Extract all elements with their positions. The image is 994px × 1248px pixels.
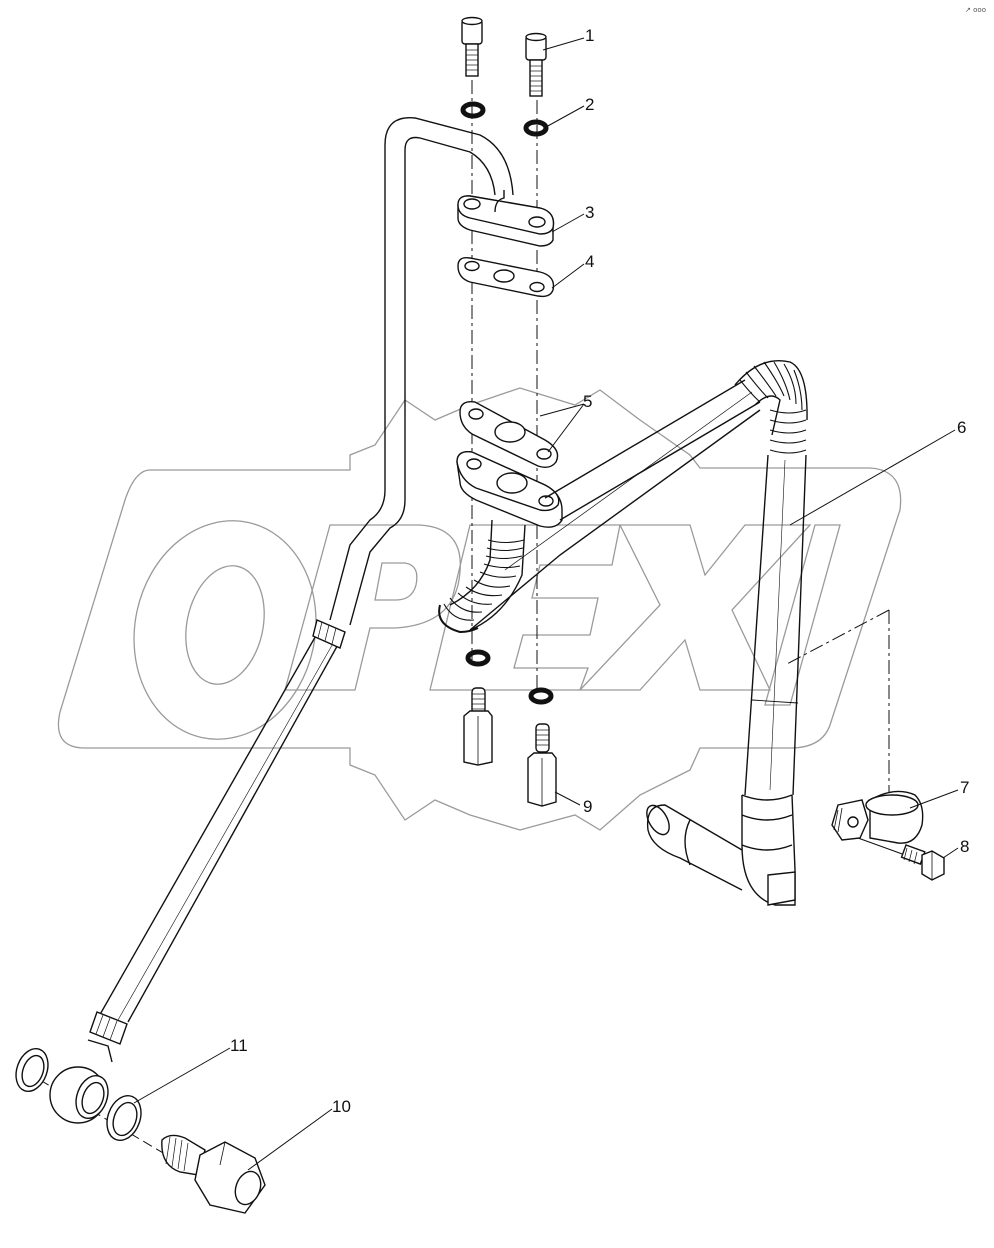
return-gaskets <box>456 401 563 528</box>
callout-8: 8 <box>960 837 970 856</box>
callout-7: 7 <box>960 778 970 797</box>
cap-screw-right <box>525 32 547 97</box>
feed-gasket <box>457 256 555 298</box>
callout-2: 2 <box>585 95 595 114</box>
opex-watermark <box>57 387 902 831</box>
pipe-clamp <box>831 790 924 844</box>
callout-9: 9 <box>583 797 593 816</box>
hex-bolt <box>857 837 945 881</box>
banjo-assembly <box>15 1039 266 1214</box>
oil-return-pipe <box>438 360 808 906</box>
oil-feed-pipe <box>89 117 514 1045</box>
callout-10: 10 <box>332 1097 351 1116</box>
feed-flange <box>457 190 555 247</box>
callout-leaders <box>133 37 959 1171</box>
callout-5: 5 <box>583 392 593 411</box>
sealing-washers <box>460 101 554 705</box>
callout-4: 4 <box>585 252 595 271</box>
stud-bolts <box>463 687 557 807</box>
cap-screw-left <box>461 16 483 77</box>
callout-6: 6 <box>957 418 967 437</box>
callout-11: 11 <box>230 1036 248 1055</box>
callout-1: 1 <box>585 26 595 45</box>
callout-3: 3 <box>585 203 595 222</box>
corner-mark: ↗ ooo <box>965 6 986 14</box>
